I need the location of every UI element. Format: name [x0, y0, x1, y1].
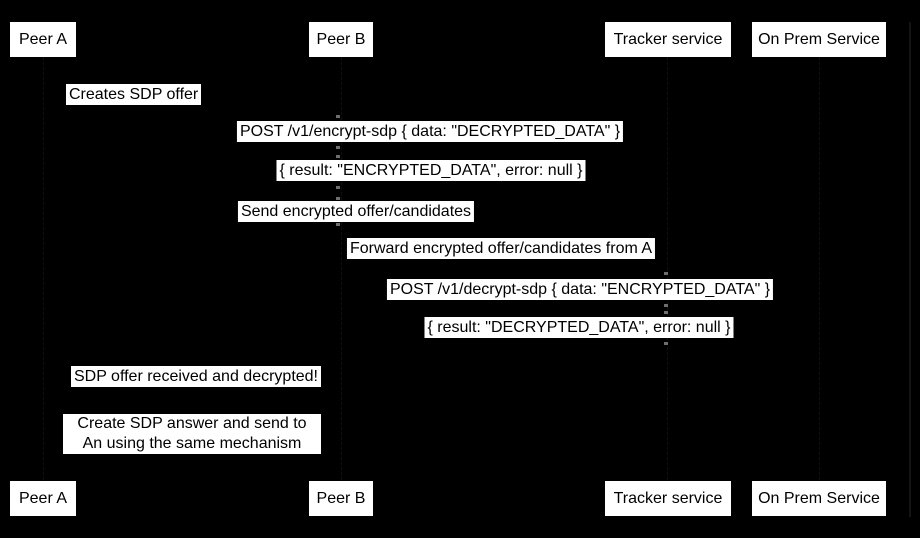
lifeline-dash — [664, 311, 668, 314]
actor-label: Tracker service — [613, 489, 723, 507]
lifeline-dash — [664, 342, 668, 345]
actor-label: On Prem Service — [758, 30, 880, 48]
message-label-create-sdp-answer: Create SDP answer and send to An using t… — [63, 414, 321, 454]
lifeline-dash — [336, 115, 340, 118]
lifeline-dash — [336, 223, 340, 226]
actor-label: Peer B — [316, 30, 366, 48]
message-label-sdp-offer-received: SDP offer received and decrypted! — [71, 366, 321, 387]
lifeline-tracker-service — [667, 57, 668, 480]
actor-box-tracker-service-bottom: Tracker service — [605, 481, 731, 516]
lifeline-dash — [664, 272, 668, 275]
message-label-creates-sdp-offer: Creates SDP offer — [66, 84, 202, 105]
actor-box-tracker-service-top: Tracker service — [605, 22, 731, 57]
right-edge-line — [909, 22, 911, 517]
actor-label: On Prem Service — [758, 489, 880, 507]
message-label-post-encrypt-sdp: POST /v1/encrypt-sdp { data: "DECRYPTED_… — [236, 121, 624, 142]
actor-box-on-prem-service-bottom: On Prem Service — [752, 481, 886, 516]
message-label-send-encrypted-offer: Send encrypted offer/candidates — [237, 201, 475, 222]
lifeline-on-prem-service — [819, 57, 820, 480]
actor-box-peer-b-bottom: Peer B — [309, 481, 373, 516]
actor-box-peer-a-top: Peer A — [10, 22, 76, 57]
lifeline-dash — [336, 186, 340, 189]
lifeline-peer-a — [43, 57, 44, 480]
message-label-post-decrypt-sdp: POST /v1/decrypt-sdp { data: "ENCRYPTED_… — [386, 279, 774, 300]
lifeline-dash — [336, 197, 340, 200]
actor-box-peer-a-bottom: Peer A — [10, 481, 76, 516]
message-label-result-decrypted: { result: "DECRYPTED_DATA", error: null … — [424, 317, 734, 338]
actor-label: Peer B — [316, 489, 366, 507]
actor-box-peer-b-top: Peer B — [309, 22, 373, 57]
lifeline-peer-b — [341, 57, 342, 480]
message-label-forward-encrypted-offer: Forward encrypted offer/candidates from … — [346, 238, 656, 259]
lifeline-dash — [336, 155, 340, 158]
actor-label: Tracker service — [613, 30, 723, 48]
actor-label: Peer A — [18, 30, 68, 48]
actor-label: Peer A — [18, 489, 68, 507]
lifeline-dash — [664, 304, 668, 307]
actor-box-on-prem-service-top: On Prem Service — [752, 22, 886, 57]
message-label-result-encrypted: { result: "ENCRYPTED_DATA", error: null … — [276, 160, 586, 181]
lifeline-dash — [336, 146, 340, 149]
